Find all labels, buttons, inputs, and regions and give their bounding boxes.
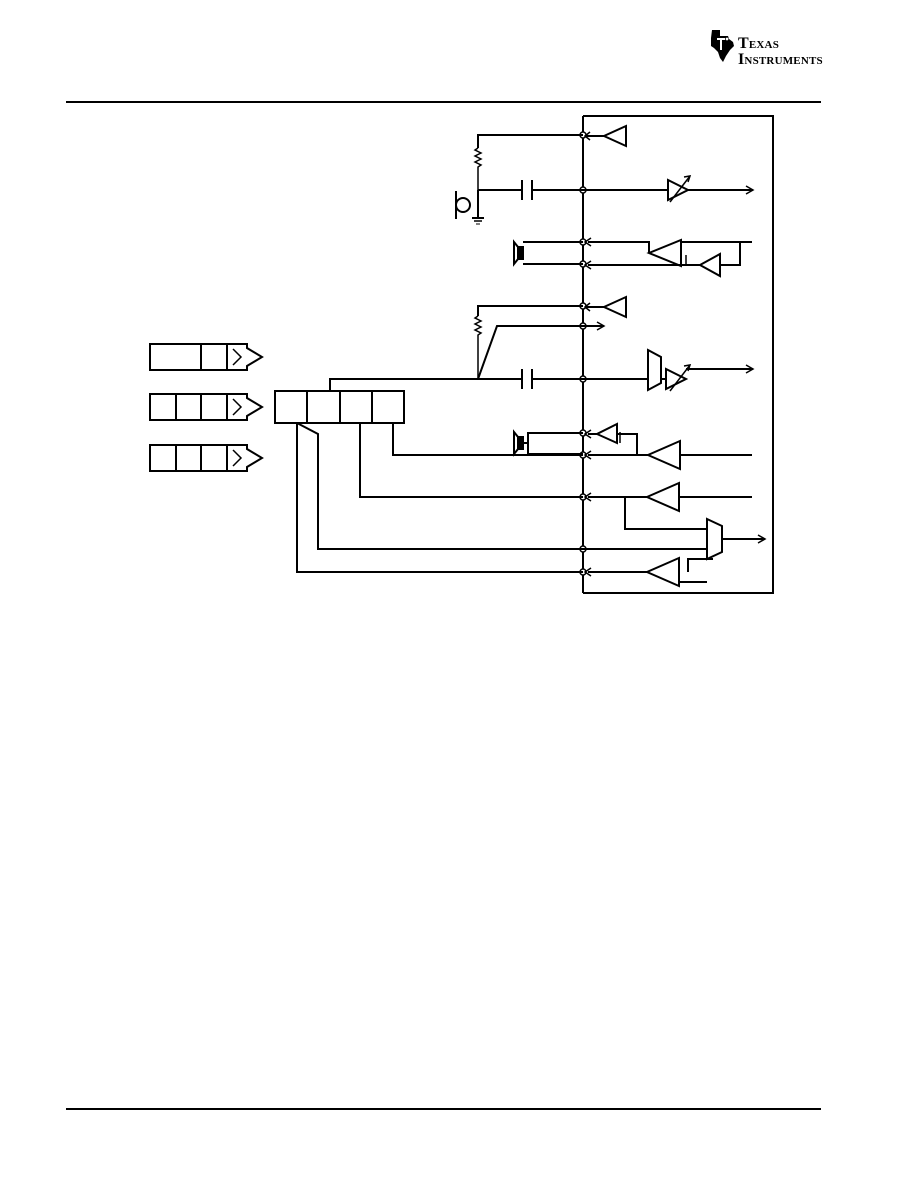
logo-word-instruments: Instruments xyxy=(738,51,823,68)
coupling-capacitor-1 xyxy=(478,180,583,200)
output-arrow-icon xyxy=(227,343,264,371)
line-amplifier-4 xyxy=(583,556,713,588)
register-wire-d xyxy=(296,423,583,573)
bias-amplifier-1 xyxy=(583,124,627,148)
register-wire-b xyxy=(359,423,583,498)
mic-mux-pga-2 xyxy=(583,348,755,392)
output-arrow-icon xyxy=(227,393,264,421)
bias-amplifier-2 xyxy=(583,295,627,319)
output-mux xyxy=(583,517,767,561)
microphone-icon xyxy=(455,190,484,225)
bias-resistor-1 xyxy=(473,147,483,190)
mic-pga-1 xyxy=(583,175,755,203)
register-link-wire xyxy=(329,378,522,391)
register-wire-a xyxy=(392,423,583,456)
speaker-driver-1 xyxy=(583,237,752,278)
ti-state-icon xyxy=(711,30,734,62)
output-arrow-icon xyxy=(227,444,264,472)
speaker-icon-1 xyxy=(513,239,583,267)
headset-detect-wire xyxy=(477,325,604,380)
register-row-1 xyxy=(149,343,264,371)
coupling-capacitor-2 xyxy=(521,369,583,389)
central-register xyxy=(274,390,405,424)
bias-resistor-2 xyxy=(473,315,483,379)
register-row-2 xyxy=(149,393,264,421)
bias-wire-1 xyxy=(477,134,583,148)
register-wire-c xyxy=(296,422,583,550)
chip-outline xyxy=(583,115,774,594)
line-amplifier-3 xyxy=(583,481,752,530)
speaker-driver-2 xyxy=(583,422,752,471)
logo-word-texas: Texas xyxy=(738,35,780,52)
bias-wire-2 xyxy=(477,305,583,316)
footer-rule xyxy=(66,1108,821,1110)
header-rule xyxy=(66,101,821,103)
speaker-icon-2 xyxy=(513,429,583,457)
register-row-3 xyxy=(149,444,264,472)
texas-instruments-logo: Texas Instruments xyxy=(708,26,824,72)
